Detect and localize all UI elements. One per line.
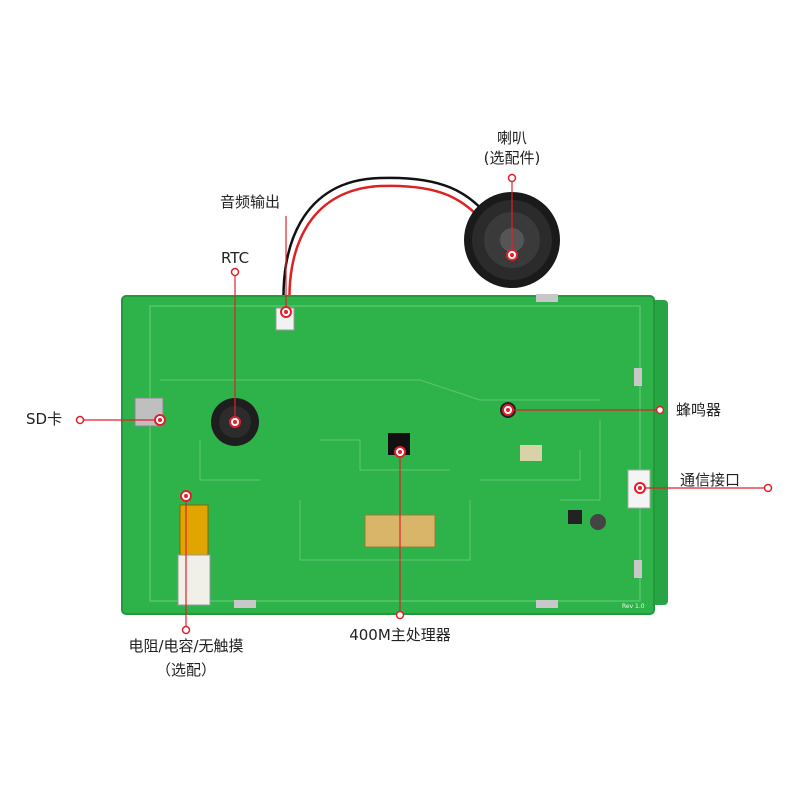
rev-label: Rev 1.0 bbox=[622, 603, 645, 610]
smd-component bbox=[568, 510, 582, 524]
buzzer-label: 蜂鸣器 bbox=[676, 401, 722, 419]
speaker-cable-red bbox=[288, 184, 491, 311]
capacitor bbox=[590, 514, 606, 530]
touch-label: 电阻/电容/无触摸 bbox=[128, 637, 244, 655]
touch-flex-label bbox=[177, 554, 211, 606]
mount-tab bbox=[234, 600, 256, 608]
mount-tab bbox=[536, 600, 558, 608]
mount-tab bbox=[536, 294, 558, 302]
smd-component bbox=[520, 445, 542, 461]
speaker-label: 喇叭 bbox=[496, 129, 528, 147]
touch-sublabel: （选配） bbox=[155, 661, 217, 679]
audio-out-label: 音频输出 bbox=[219, 193, 281, 211]
speaker-cable-black bbox=[282, 176, 497, 311]
sd-card-label: SD卡 bbox=[26, 410, 63, 428]
mount-tab bbox=[634, 368, 642, 386]
speaker-sublabel: (选配件) bbox=[483, 149, 541, 167]
mount-tab bbox=[634, 560, 642, 578]
processor-label: 400M主处理器 bbox=[349, 626, 451, 644]
pcb-traces bbox=[160, 379, 601, 561]
callout-dots bbox=[75, 173, 773, 635]
board-outline-trace bbox=[149, 305, 641, 602]
rtc-label: RTC bbox=[220, 249, 250, 267]
callout-leaders bbox=[80, 178, 768, 630]
comm-port-label: 通信接口 bbox=[680, 471, 741, 489]
